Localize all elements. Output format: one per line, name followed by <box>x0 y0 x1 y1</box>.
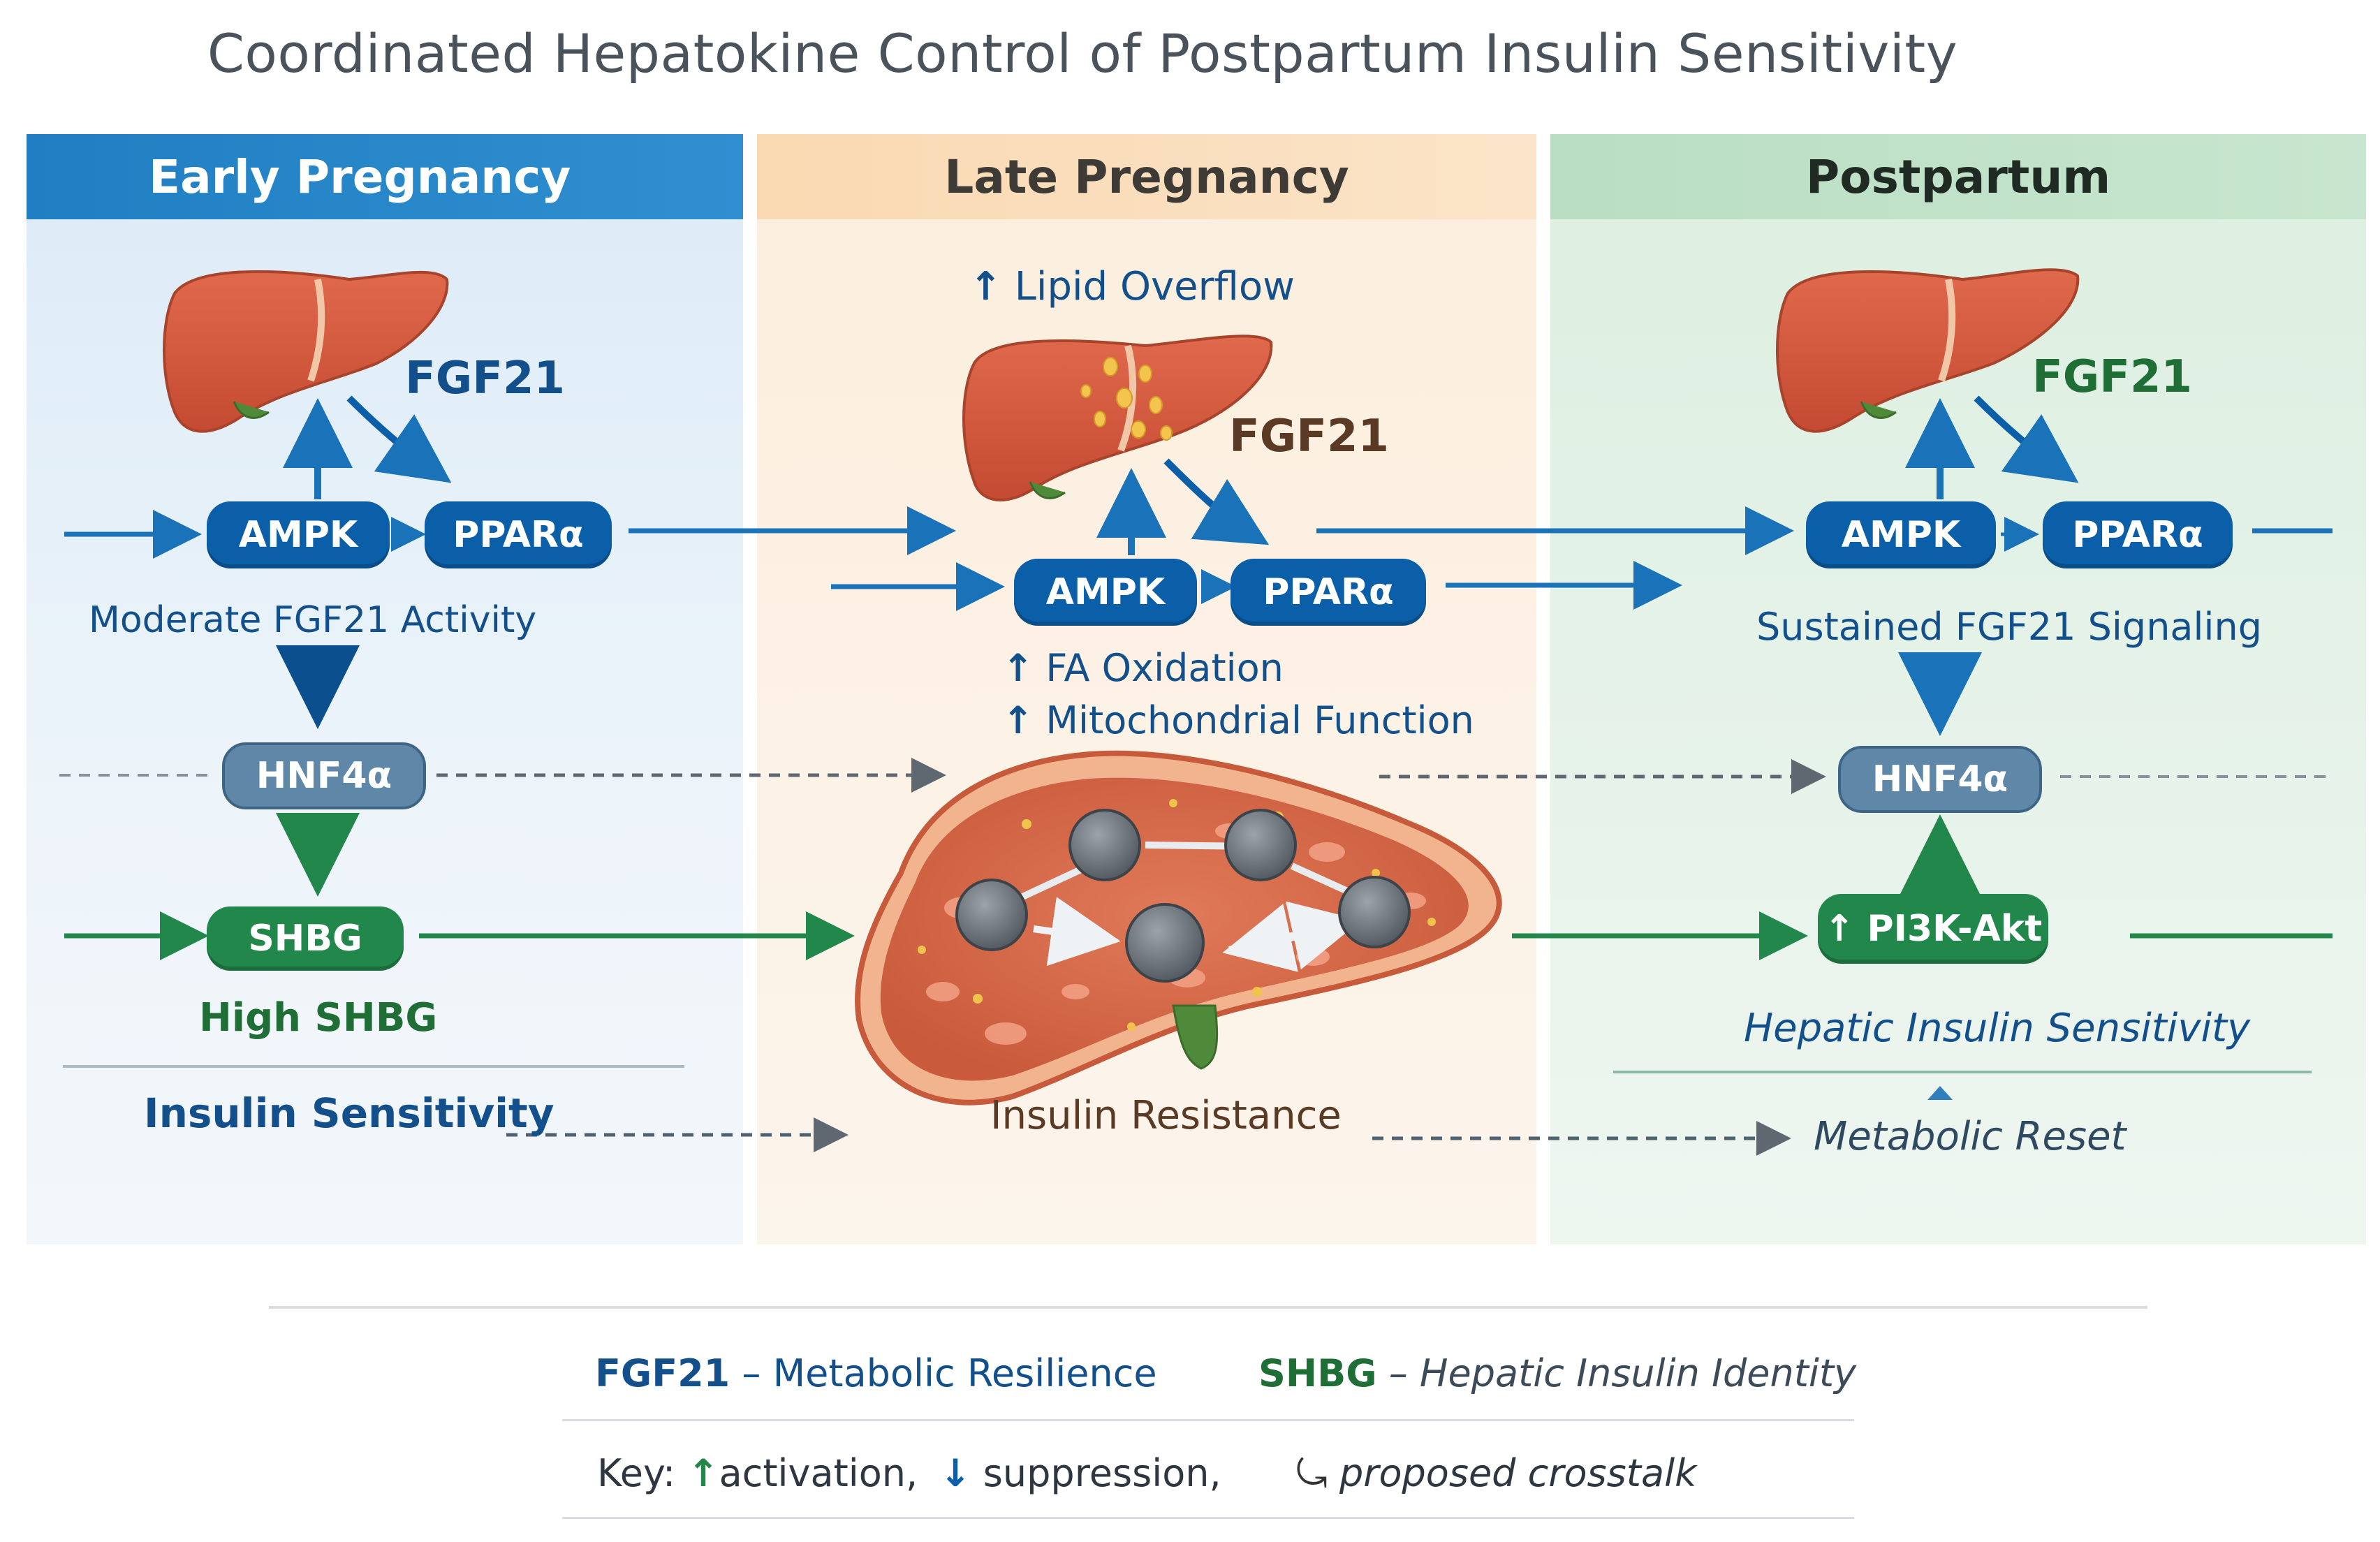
moderate-fgf21-activity-label: Moderate FGF21 Activity <box>89 599 537 641</box>
key-activation: activation, <box>719 1451 918 1495</box>
legend-key: Key: ↑activation, ↓ suppression, ⤿ propo… <box>597 1451 1696 1496</box>
fa-oxidation-label: ↑ FA Oxidation <box>1002 646 1284 690</box>
legend-fgf21: FGF21 – Metabolic Resilience <box>595 1351 1157 1395</box>
insulin-resistance-label: Insulin Resistance <box>990 1093 1342 1138</box>
legend-shbg-def: – Hepatic Insulin Identity <box>1388 1351 1857 1395</box>
page-title: Coordinated Hepatokine Control of Postpa… <box>207 22 1958 85</box>
footer-divider-mid <box>562 1419 1854 1421</box>
liver-early <box>163 270 449 433</box>
ppara-node-late: PPARα <box>1231 559 1426 626</box>
legend-fgf21-def: – Metabolic Resilience <box>742 1351 1157 1395</box>
panel-header-early: Early Pregnancy <box>27 134 743 219</box>
shbg-node-early: SHBG <box>207 906 404 971</box>
header-label: Late Pregnancy <box>944 149 1349 204</box>
legend-shbg: SHBG – Hepatic Insulin Identity <box>1258 1351 1856 1395</box>
legend-shbg-term: SHBG <box>1258 1351 1377 1395</box>
up-arrow-icon: ↑ <box>1002 698 1034 742</box>
footer-divider-top <box>269 1306 2147 1309</box>
mito-function-label: ↑ Mitochondrial Function <box>1002 698 1474 742</box>
up-arrow-icon: ↑ <box>1002 646 1034 690</box>
liver-late-fatty <box>962 335 1273 501</box>
footer-divider-bottom <box>562 1517 1854 1519</box>
ampk-node-postpartum: AMPK <box>1806 501 1996 568</box>
sustained-fgf21-signaling-label: Sustained FGF21 Signaling <box>1756 605 2263 649</box>
mito-function-text: Mitochondrial Function <box>1045 698 1474 742</box>
liver-postpartum <box>1776 268 2080 433</box>
ppara-node-postpartum: PPARα <box>2043 501 2233 568</box>
hnf4a-node-postpartum: HNF4α <box>1838 746 2042 813</box>
activation-arrow-icon: ↑ <box>687 1451 719 1495</box>
header-label: Early Pregnancy <box>149 149 571 204</box>
crosstalk-icon: ⤿ <box>1295 1451 1328 1495</box>
ampk-node-late: AMPK <box>1014 559 1197 626</box>
fa-oxidation-text: FA Oxidation <box>1045 646 1284 690</box>
lipid-overflow-text: Lipid Overflow <box>1014 264 1295 309</box>
ppara-node-early: PPARα <box>425 501 612 568</box>
panel-header-postpartum: Postpartum <box>1550 134 2366 219</box>
lipid-overflow-label: ↑ Lipid Overflow <box>969 264 1295 309</box>
up-arrow-icon: ↑ <box>1823 908 1855 950</box>
pi3k-akt-text: PI3K-Akt <box>1867 908 2043 950</box>
up-arrow-icon: ↑ <box>969 264 1002 309</box>
legend-fgf21-term: FGF21 <box>595 1351 730 1395</box>
header-label: Postpartum <box>1805 149 2111 204</box>
hepatic-insulin-sensitivity-label: Hepatic Insulin Sensitivity <box>1744 1006 2251 1051</box>
key-suppression: suppression, <box>983 1451 1221 1495</box>
pi3k-akt-node: ↑ PI3K-Akt <box>1818 894 2048 964</box>
suppression-arrow-icon: ↓ <box>939 1451 971 1495</box>
insulin-sensitivity-label: Insulin Sensitivity <box>144 1089 554 1137</box>
key-label: Key: <box>597 1451 676 1495</box>
high-shbg-label: High SHBG <box>199 995 438 1041</box>
metabolic-reset-label: Metabolic Reset <box>1814 1114 2126 1159</box>
panel-postpartum: Postpartum <box>1550 134 2366 1244</box>
ampk-node-early: AMPK <box>207 501 390 568</box>
liver-network-illustration <box>855 750 1502 1106</box>
hnf4a-node-early: HNF4α <box>222 742 426 809</box>
key-crosstalk: proposed crosstalk <box>1339 1451 1697 1495</box>
panel-header-late: Late Pregnancy <box>757 134 1536 219</box>
fgf21-label-postpartum: FGF21 <box>2032 351 2193 403</box>
fgf21-label-early: FGF21 <box>405 353 566 404</box>
fgf21-label-late: FGF21 <box>1229 411 1390 462</box>
